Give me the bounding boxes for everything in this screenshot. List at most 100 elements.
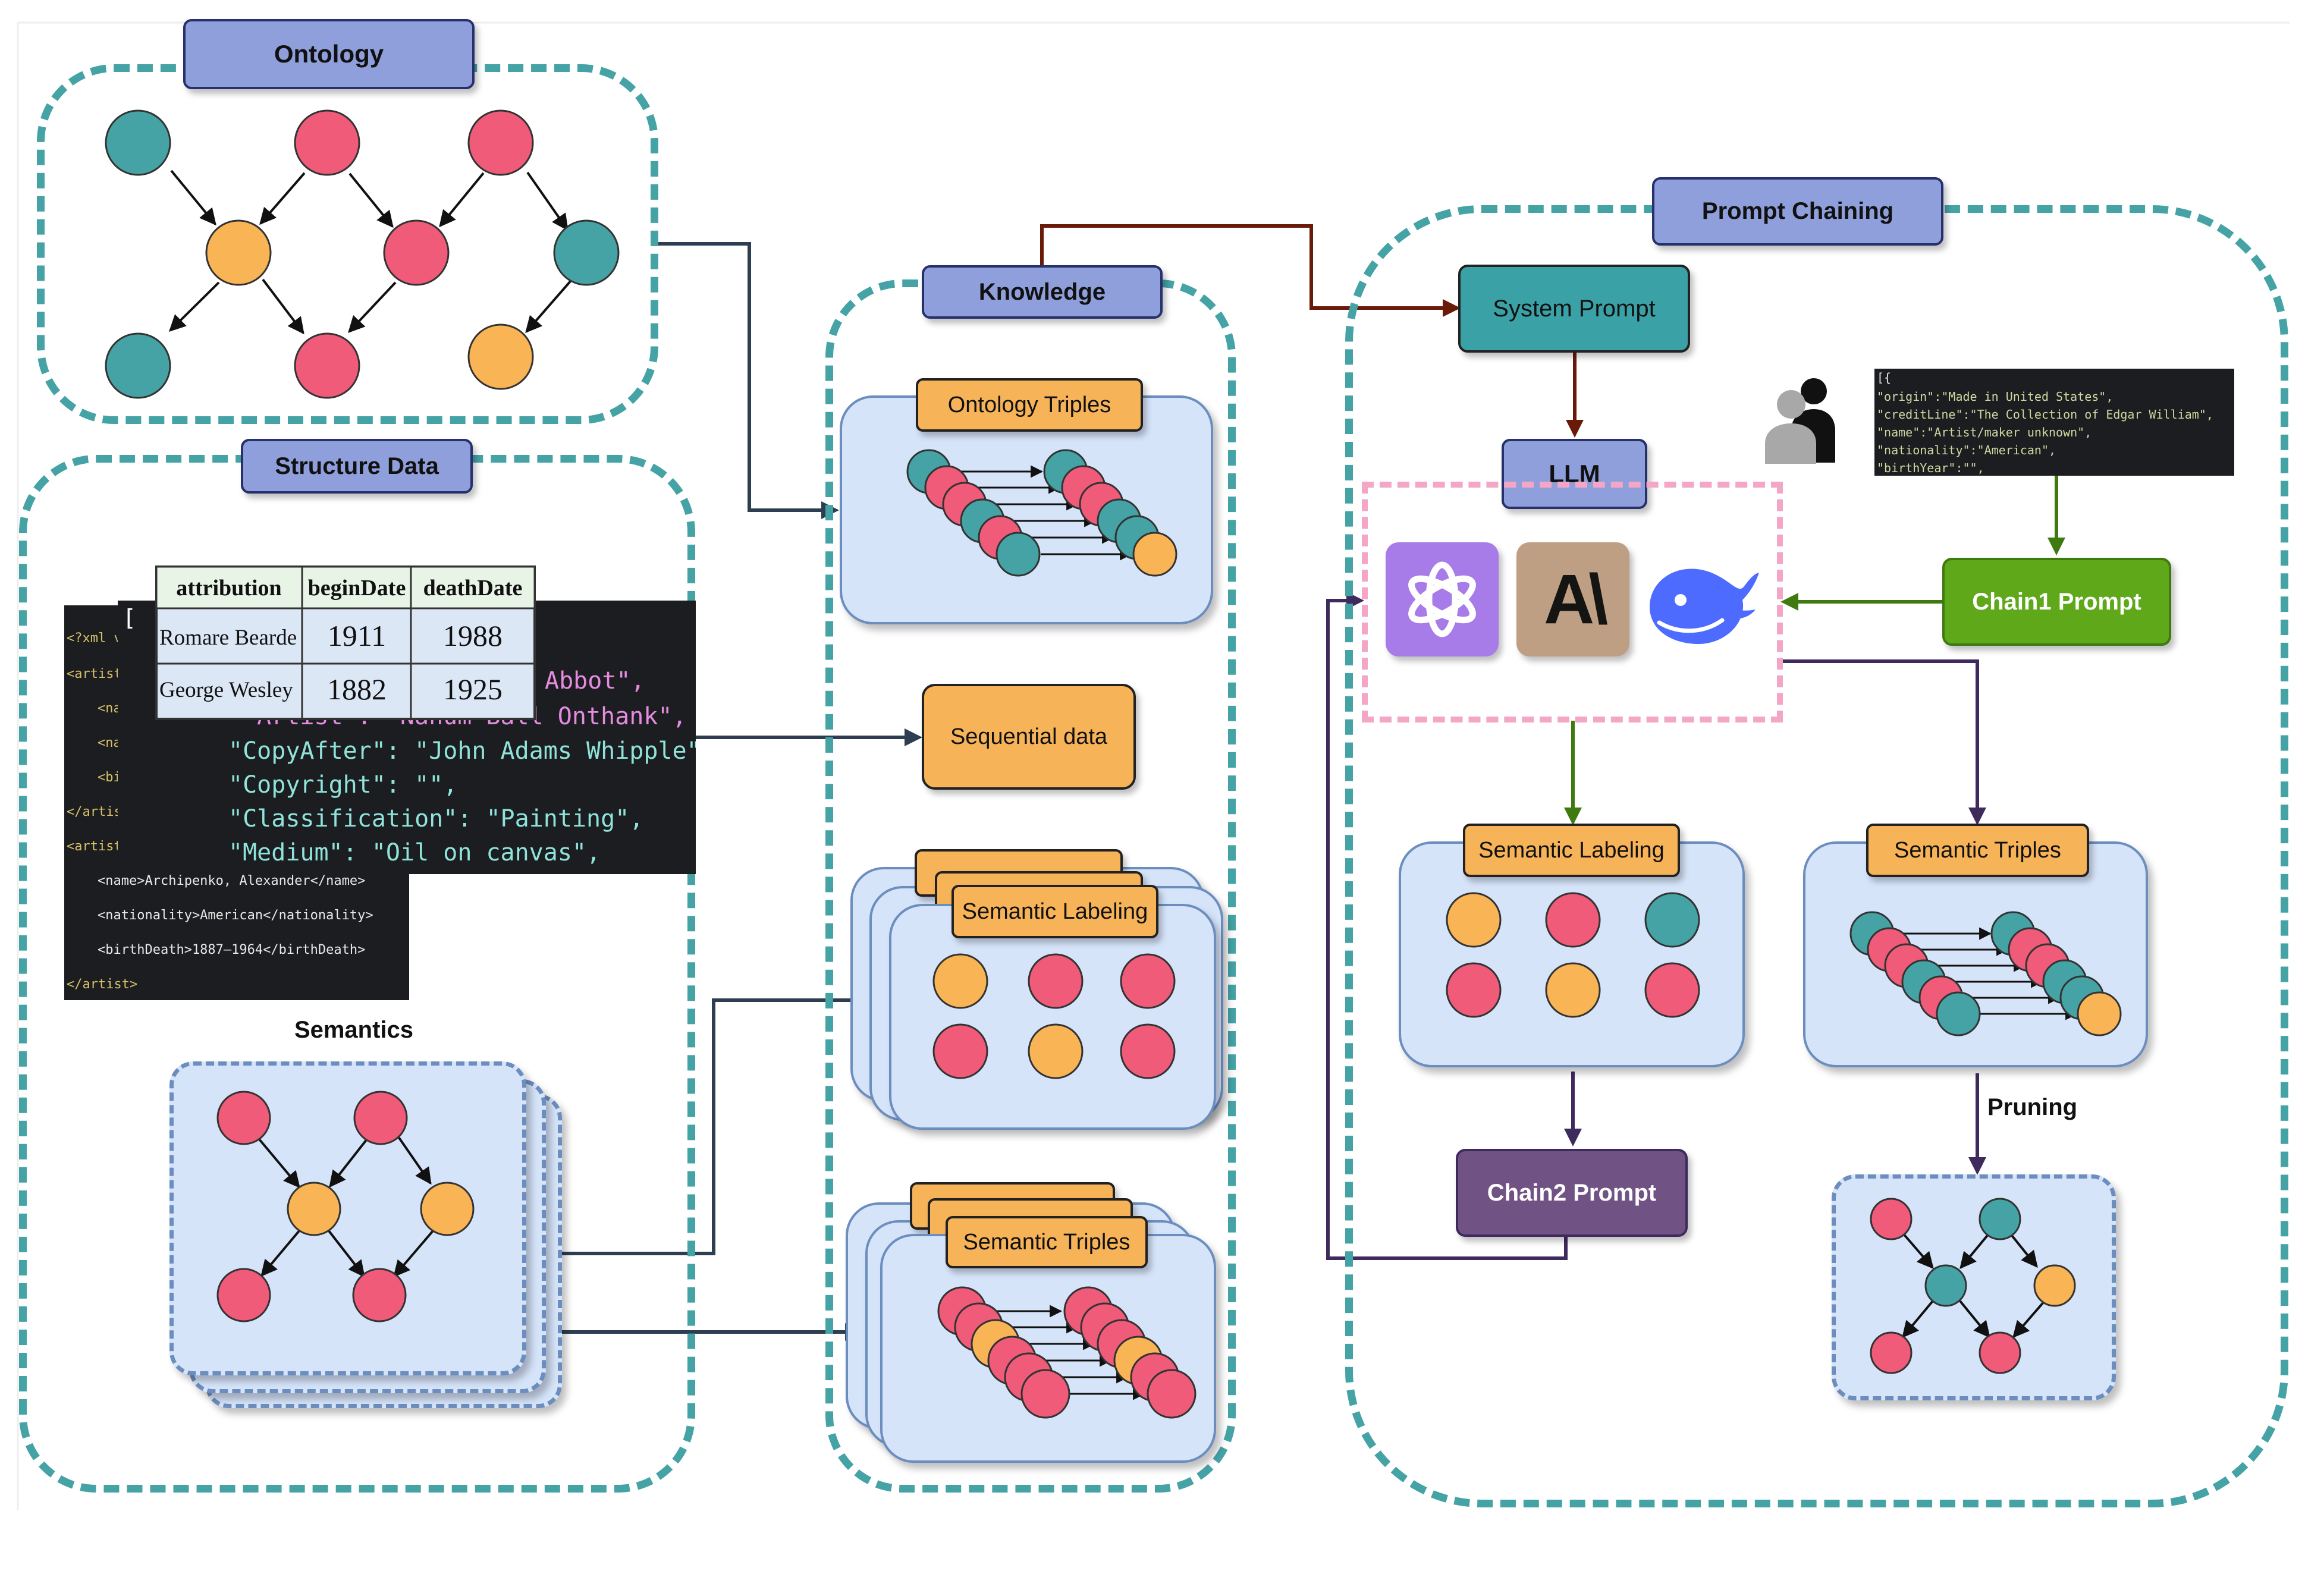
pruning-label: Pruning — [1987, 1094, 2078, 1120]
ontology-edge — [262, 278, 304, 335]
table-cell: 1911 — [328, 619, 386, 652]
semantic-labeling-tag: Semantic Labeling — [1463, 824, 1680, 877]
semantics-node — [352, 1268, 407, 1322]
knowledge-labeling-card — [889, 904, 1216, 1130]
semantics-edge — [260, 1230, 300, 1277]
ontology-node — [105, 109, 171, 176]
xml-line: <bi — [98, 770, 121, 785]
ontology-edge — [169, 281, 220, 332]
semantics-edge — [329, 1136, 370, 1188]
xml-name-line: <name>Archipenko, Alexander</name> — [98, 874, 365, 888]
label-node — [1120, 1023, 1176, 1079]
json-card-line: "creditLine":"The Collection of Edgar Wi… — [1877, 407, 2213, 422]
ontology-tag: Ontology — [183, 19, 475, 89]
xml-line: <?xml v — [67, 631, 122, 646]
pruned-edge — [1959, 1300, 1990, 1339]
json-line: "Copyright": "", — [228, 771, 457, 799]
semantics-edge — [397, 1136, 432, 1185]
deepseek-logo-icon — [1643, 550, 1761, 654]
json-bracket: [ — [123, 605, 136, 631]
ontology-edge — [348, 281, 397, 334]
xml-close-line: </artist> — [67, 977, 137, 992]
chain2-prompt-box: Chain2 Prompt — [1456, 1149, 1688, 1237]
triple-node — [996, 532, 1041, 577]
table-cell: George Wesley — [159, 678, 293, 702]
pruned-graph — [1870, 1198, 2076, 1374]
knowledge-triples-card — [880, 1234, 1216, 1463]
json-line: "CopyAfter": "John Adams Whipple" — [228, 737, 696, 765]
ontology-edge — [259, 172, 306, 225]
ontology-node — [383, 219, 450, 286]
table-header: deathDate — [423, 576, 523, 601]
pruned-edge — [1901, 1231, 1934, 1270]
xml-line: <artist — [67, 839, 122, 854]
xml-line: <na — [98, 701, 121, 716]
pruned-node — [1979, 1331, 2021, 1374]
openai-logo-icon — [1386, 542, 1499, 656]
ontology-edge — [170, 169, 216, 226]
semantics-node — [216, 1091, 271, 1145]
semantic-labeling-nodes — [1446, 892, 1700, 1018]
ontology-edge — [526, 171, 569, 231]
triple-node — [1147, 1369, 1197, 1419]
xml-line: </artis — [67, 805, 122, 819]
ontology-triples-card — [840, 395, 1213, 624]
ontology-graph — [105, 109, 620, 399]
table-header: attribution — [176, 576, 281, 601]
json-card-line: "nationality":"American", — [1877, 443, 2056, 457]
label-node — [1545, 892, 1601, 948]
pruned-edge — [1959, 1232, 1990, 1270]
label-node — [1446, 962, 1502, 1018]
table-header: beginDate — [308, 576, 406, 601]
attribution-table: attribution beginDate deathDate Romare B… — [155, 565, 536, 720]
semantic-triples-tag: Semantic Triples — [1866, 824, 2089, 877]
xml-line: <artist — [67, 667, 122, 681]
json-card-line: "name":"Artist/maker unknown", — [1877, 425, 2092, 439]
json-card-block: [{ "origin":"Made in United States", "cr… — [1874, 369, 2234, 476]
xml-nationality-line: <nationality>American</nationality> — [98, 908, 373, 923]
json-peek-line: Abbot", — [545, 667, 645, 695]
ontology-node — [205, 219, 272, 286]
triple-node — [1132, 532, 1177, 577]
knowledge-labeling-tag: Semantic Labeling — [951, 885, 1158, 938]
table-cell: 1988 — [443, 619, 503, 652]
main-connectors — [562, 224, 2065, 1341]
llm-tag: LLM — [1502, 439, 1647, 509]
label-node — [1644, 962, 1700, 1018]
ontology-node — [553, 219, 620, 286]
pruned-edge — [1902, 1300, 1934, 1339]
table-cell: 1925 — [443, 673, 503, 706]
semantics-node — [287, 1182, 341, 1236]
semantics-edge — [328, 1230, 365, 1278]
system-prompt-box: System Prompt — [1458, 265, 1690, 353]
prompt-chaining-zone — [1345, 205, 2288, 1507]
pruned-edge — [2012, 1300, 2046, 1339]
ontology-node — [467, 109, 534, 176]
label-node — [1545, 962, 1601, 1018]
semantics-edge — [255, 1135, 300, 1189]
pruned-node — [2033, 1264, 2076, 1307]
semantic-labeling-card — [1399, 841, 1745, 1067]
semantics-node — [353, 1091, 408, 1145]
prompt-chaining-tag: Prompt Chaining — [1652, 177, 1943, 246]
label-node — [932, 1023, 988, 1079]
user-icon — [1765, 373, 1836, 464]
llm-group — [1362, 482, 1783, 722]
ontology-node — [105, 332, 171, 399]
semantics-label: Semantics — [294, 1017, 414, 1043]
triple-node — [2077, 991, 2122, 1036]
json-card-line: "birthYear":"", — [1877, 461, 1984, 475]
ontology-triples-chain — [906, 449, 1177, 577]
structure-data-tag: Structure Data — [241, 439, 473, 494]
label-node — [1446, 892, 1502, 948]
triple-node — [1936, 991, 1981, 1036]
xml-line: <na — [98, 736, 121, 750]
label-node — [1120, 953, 1176, 1009]
pruned-node — [1979, 1198, 2021, 1240]
label-node — [1028, 953, 1084, 1009]
ontology-edge — [439, 172, 485, 228]
chain1-prompt-box: Chain1 Prompt — [1942, 558, 2171, 646]
knowledge-triples-tag: Semantic Triples — [946, 1216, 1148, 1268]
semantics-node — [216, 1268, 271, 1322]
